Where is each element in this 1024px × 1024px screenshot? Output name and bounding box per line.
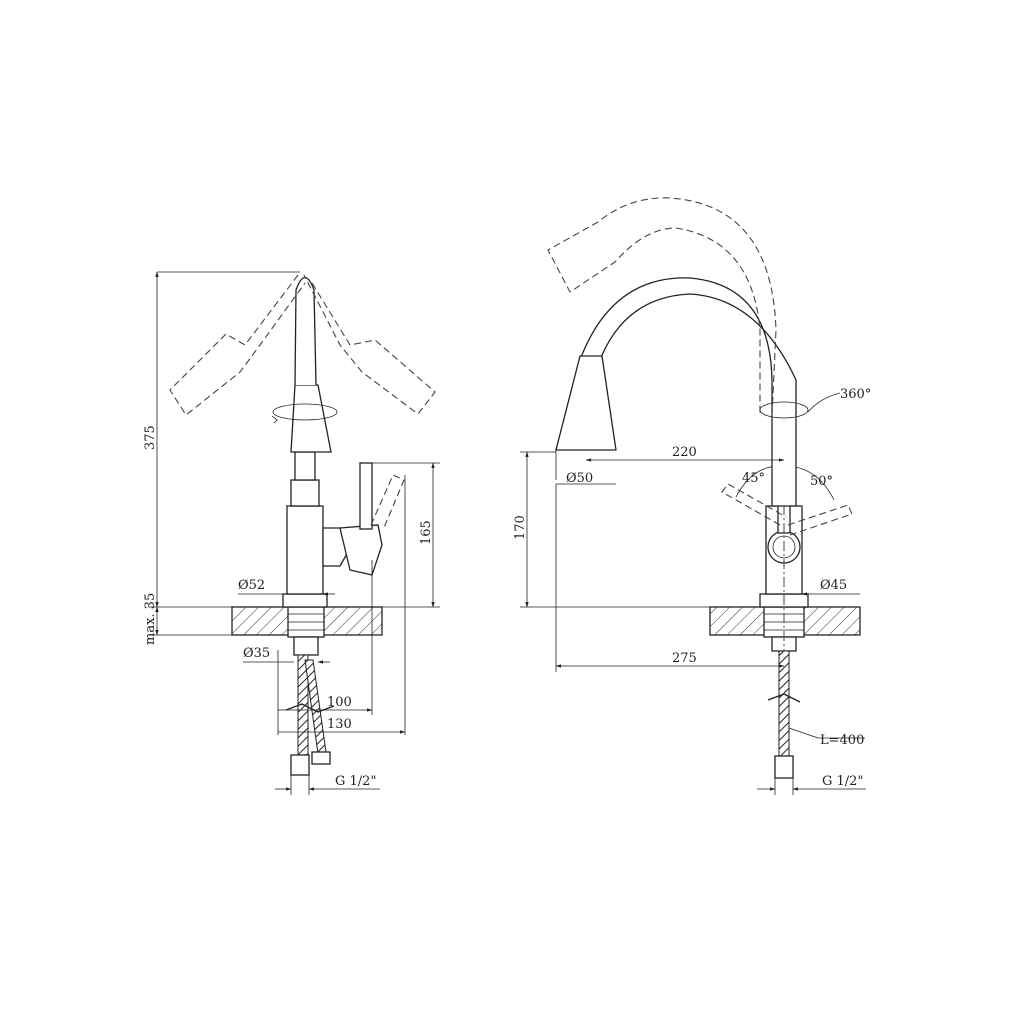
dim-body-diameter: Ø52 — [238, 578, 265, 593]
front-lever-swing-left — [721, 483, 787, 526]
side-swing-left — [169, 274, 306, 416]
dim-total-reach: 275 — [672, 651, 697, 666]
front-view: 45° 50° 360° 220 Ø50 170 Ø45 — [513, 197, 871, 795]
dim-lever-angle-right: 50° — [810, 474, 833, 489]
dim-spout-height: 170 — [513, 515, 528, 540]
dim-mount-max: max. 35 — [143, 593, 158, 645]
dim-lever-reach-short: 100 — [327, 695, 352, 710]
dim-body-height: 165 — [419, 520, 434, 545]
dim-lever-angle-left: 45° — [742, 471, 765, 486]
dim-body-diameter-front: Ø45 — [820, 578, 847, 593]
side-spout-head — [290, 384, 332, 453]
front-hose — [778, 650, 790, 757]
front-rotation-arrow — [759, 401, 809, 419]
front-lever-swing-right — [787, 504, 853, 536]
dim-height-total: 375 — [143, 425, 158, 450]
front-spout-head — [555, 355, 617, 451]
side-body — [286, 505, 324, 595]
dim-hose-length: L=400 — [820, 733, 864, 748]
side-swing-right — [303, 274, 436, 415]
dim-outlet-diameter: Ø50 — [566, 471, 593, 486]
dim-rotation: 360° — [840, 387, 871, 402]
side-rotation-arrow — [272, 403, 338, 421]
side-view: 375 max. 35 165 Ø52 Ø35 100 130 G 1/2" — [143, 271, 440, 795]
dim-lever-reach-long: 130 — [327, 717, 352, 732]
dim-spout-reach: 220 — [672, 445, 697, 460]
side-base-flange — [282, 593, 328, 608]
dim-thread-front: G 1/2" — [822, 774, 863, 789]
dim-hole-diameter: Ø35 — [243, 646, 270, 661]
front-spout-swing — [547, 197, 777, 416]
dim-thread-side: G 1/2" — [335, 774, 376, 789]
